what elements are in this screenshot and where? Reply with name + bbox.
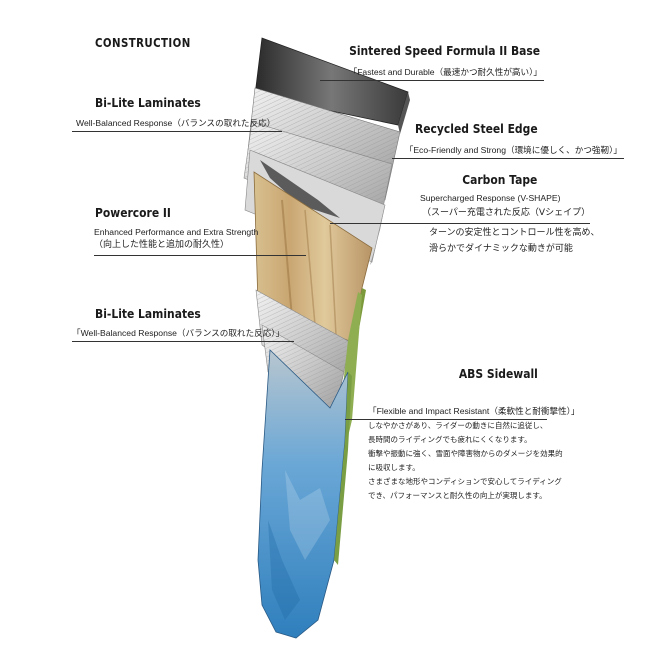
abs-sidewall-desc-line-4: に吸収します。 xyxy=(368,463,420,472)
sintered-base-leader-line xyxy=(320,80,544,81)
page-title: CONSTRUCTION xyxy=(95,36,191,50)
abs-sidewall-desc-line-2: 長時間のライディングでも疲れにくくなります。 xyxy=(368,435,532,444)
lower-laminate-layer xyxy=(255,289,351,421)
carbon-tape-desc-line-3: 滑らかでダイナミックな動きが可能 xyxy=(429,244,573,254)
abs-sidewall-desc-line-1: しなやかさがあり、ライダーの動きに自然に追従し、 xyxy=(368,421,548,430)
carbon-tape-leader-line xyxy=(330,223,590,224)
bilite-bottom-leader-line xyxy=(72,341,294,342)
carbon-tape-desc-en: Supercharged Response (V-SHAPE) xyxy=(420,193,561,203)
bilite-top-heading: Bi-Lite Laminates xyxy=(95,95,201,110)
abs-sidewall-desc-line-6: でき、パフォーマンスと耐久性の向上が実現します。 xyxy=(368,491,547,500)
abs-sidewall-desc-line-3: 衝撃や振動に強く、雪面や障害物からのダメージを効果的 xyxy=(368,449,563,458)
abs-sidewall-leader-line xyxy=(345,419,547,420)
bilite-top-desc: Well-Balanced Response（バランスの取れた反応） xyxy=(76,118,276,128)
bilite-top-leader-line xyxy=(72,131,282,132)
steel-edge-leader-line xyxy=(392,158,624,159)
steel-edge-desc: 「Eco-Friendly and Strong（環境に優しく、かつ強靭）」 xyxy=(404,145,622,155)
bilite-bottom-heading: Bi-Lite Laminates xyxy=(95,306,201,321)
powercore-heading: Powercore II xyxy=(95,205,171,220)
powercore-desc-jp: （向上した性能と追加の耐久性） xyxy=(94,240,230,250)
sintered-base-heading: Sintered Speed Formula II Base xyxy=(348,43,540,58)
carbon-tape-heading: Carbon Tape xyxy=(461,172,537,187)
bilite-bottom-desc: 「Well-Balanced Response（バランスの取れた反応）」 xyxy=(72,328,285,338)
steel-edge-heading: Recycled Steel Edge xyxy=(415,121,538,136)
abs-sidewall-heading: ABS Sidewall xyxy=(459,366,538,381)
carbon-tape-desc-line-2: ターンの安定性とコントロール性を高め、 xyxy=(429,228,600,238)
sintered-base-desc: 「Fastest and Durable（最速かつ耐久性が高い）」 xyxy=(348,67,542,77)
base-layer xyxy=(254,37,410,134)
topsheet-layer xyxy=(257,349,352,639)
powercore-desc-en: Enhanced Performance and Extra Strength xyxy=(94,227,259,237)
abs-sidewall-desc-line-5: さまざまな地形やコンディションで安心してライディング xyxy=(368,477,562,486)
carbon-tape-desc-line-1: （スーパー充電された反応（Vシェイプ） xyxy=(422,208,591,218)
abs-sidewall-desc-en: 「Flexible and Impact Resistant（柔軟性と耐衝撃性）… xyxy=(368,406,580,416)
powercore-leader-line xyxy=(94,255,306,256)
